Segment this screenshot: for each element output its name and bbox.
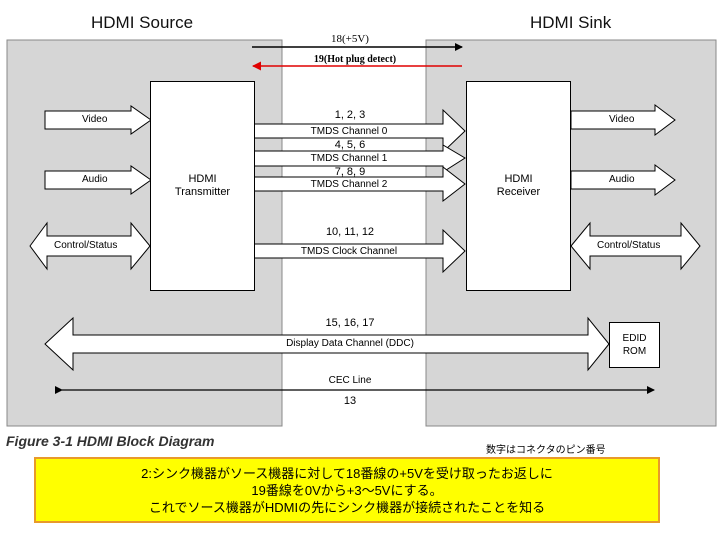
cec-pin: 13: [343, 395, 357, 407]
audio-in-label: Audio: [82, 174, 108, 185]
control-out-arrow: [570, 221, 701, 271]
receiver-label-2: Receiver: [496, 186, 541, 198]
tmds0-arrow: [253, 108, 466, 154]
edid-label-2: ROM: [622, 346, 647, 357]
clock-pins: 10, 11, 12: [325, 226, 375, 238]
hdmi-receiver-block: HDMI Receiver: [466, 81, 571, 291]
tmds1-arrow: [253, 144, 466, 173]
tmds2-pins: 7, 8, 9: [334, 166, 366, 178]
hdmi-transmitter-block: HDMI Transmitter: [150, 81, 255, 291]
tmds0-pins: 1, 2, 3: [334, 109, 366, 121]
note-line-3: これでソース機器がHDMIの先にシンク機器が接続されたことを知る: [148, 499, 546, 515]
note-line-1: 2:シンク機器がソース機器に対して18番線の+5Vを受け取ったお返しに: [141, 465, 553, 481]
video-out-label: Video: [609, 114, 635, 125]
power-pin-label: 18(+5V): [331, 33, 369, 45]
receiver-label-1: HDMI: [504, 173, 533, 185]
explanation-note: 2:シンク機器がソース機器に対して18番線の+5Vを受け取ったお返しに 19番線…: [34, 457, 660, 523]
tmds0-label: TMDS Channel 0: [310, 126, 388, 137]
edid-rom-block: EDID ROM: [609, 322, 660, 368]
cec-label: CEC Line: [328, 375, 372, 386]
transmitter-label-1: HDMI: [188, 173, 217, 185]
clock-arrow: [253, 228, 466, 274]
clock-label: TMDS Clock Channel: [300, 246, 398, 257]
transmitter-label-2: Transmitter: [174, 186, 231, 198]
tmds2-label: TMDS Channel 2: [310, 179, 388, 190]
audio-out-label: Audio: [609, 174, 635, 185]
audio-out-arrow: [570, 164, 676, 196]
note-line-2: 19番線を0Vから+3～5Vにする。: [251, 482, 443, 498]
ddc-pins: 15, 16, 17: [325, 317, 375, 329]
control-in-label: Control/Status: [54, 240, 118, 251]
sink-heading: HDMI Sink: [530, 13, 612, 32]
ddc-label: Display Data Channel (DDC): [286, 338, 414, 349]
video-out-arrow: [570, 104, 676, 136]
figure-caption: Figure 3-1 HDMI Block Diagram: [6, 433, 215, 449]
hotplug-pin-label: 19(Hot plug detect): [313, 54, 397, 65]
video-in-label: Video: [82, 114, 108, 125]
audio-in-arrow: [44, 165, 152, 195]
tmds1-pins: 4, 5, 6: [334, 139, 366, 151]
edid-label-1: EDID: [622, 333, 647, 344]
control-out-label: Control/Status: [597, 240, 661, 251]
tmds2-arrow: [253, 165, 466, 203]
pin-number-note: 数字はコネクタのピン番号: [486, 445, 606, 456]
source-heading: HDMI Source: [91, 13, 194, 32]
video-in-arrow: [44, 105, 152, 135]
tmds1-label: TMDS Channel 1: [310, 153, 388, 164]
